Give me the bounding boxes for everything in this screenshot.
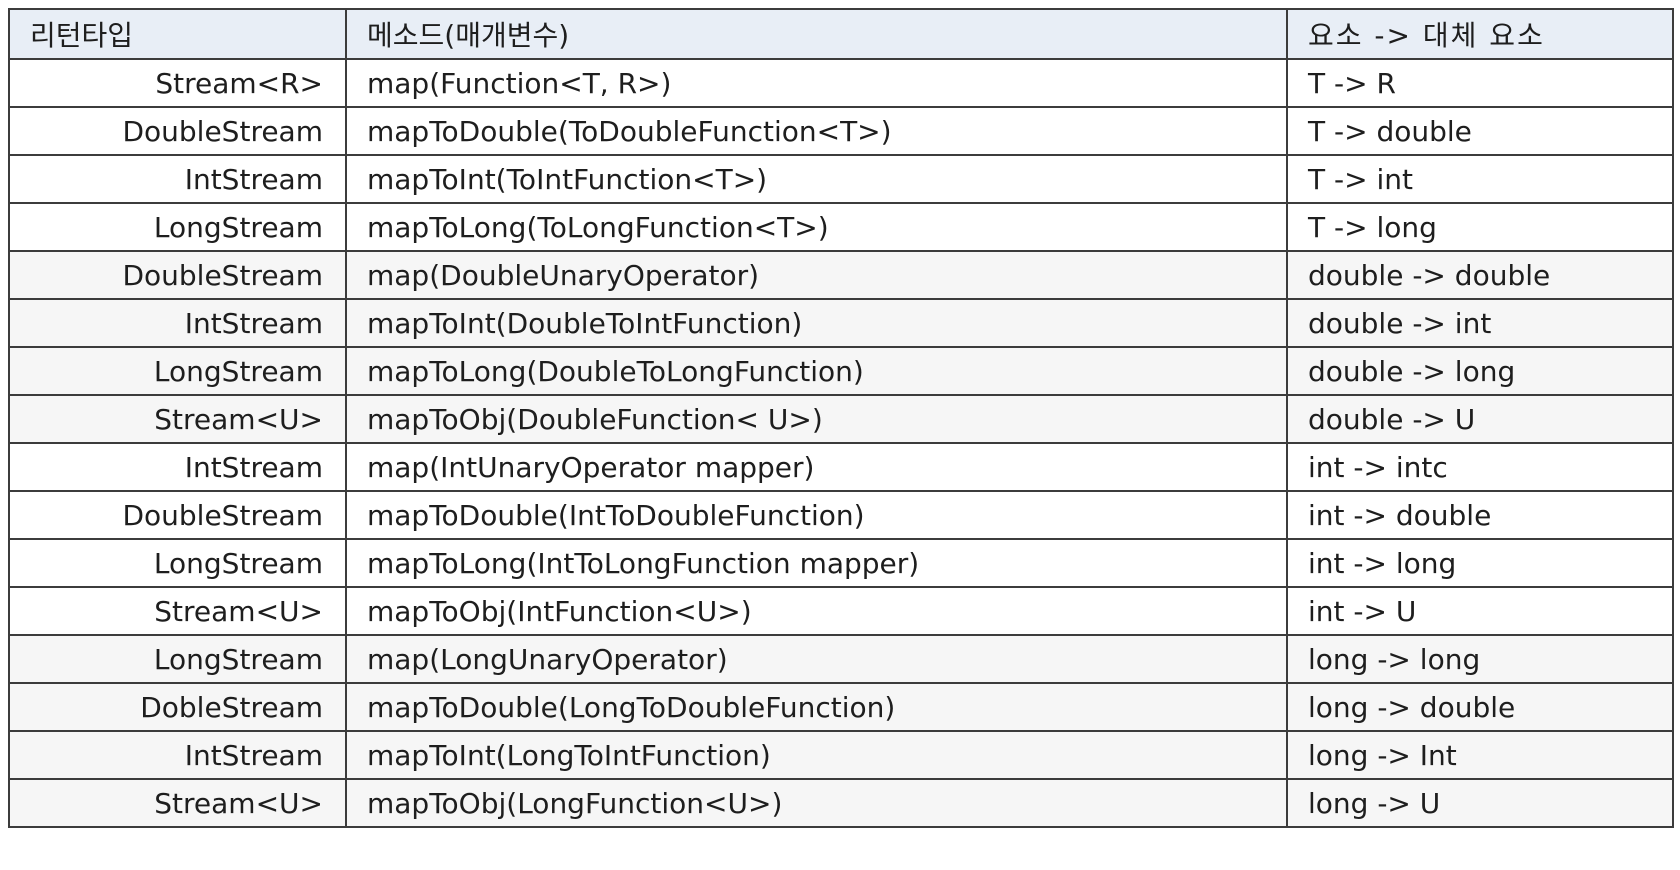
- table-row: IntStream mapToInt(ToIntFunction<T>) T -…: [8, 154, 1674, 204]
- cell-conversion: T -> long: [1286, 202, 1674, 252]
- cell-method: mapToDouble(ToDoubleFunction<T>): [345, 106, 1288, 156]
- cell-method: mapToLong(IntToLongFunction mapper): [345, 538, 1288, 588]
- cell-conversion: T -> double: [1286, 106, 1674, 156]
- cell-conversion: long -> Int: [1286, 730, 1674, 780]
- cell-return-type: IntStream: [8, 442, 347, 492]
- cell-conversion: double -> long: [1286, 346, 1674, 396]
- table-row: LongStream mapToLong(IntToLongFunction m…: [8, 538, 1674, 588]
- cell-return-type: Stream<U>: [8, 394, 347, 444]
- table-row: LongStream map(LongUnaryOperator) long -…: [8, 634, 1674, 684]
- cell-conversion: int -> long: [1286, 538, 1674, 588]
- cell-conversion: double -> U: [1286, 394, 1674, 444]
- cell-return-type: DoubleStream: [8, 250, 347, 300]
- cell-method: mapToObj(LongFunction<U>): [345, 778, 1288, 828]
- cell-method: mapToInt(DoubleToIntFunction): [345, 298, 1288, 348]
- cell-conversion: int -> intc: [1286, 442, 1674, 492]
- cell-method: mapToDouble(IntToDoubleFunction): [345, 490, 1288, 540]
- cell-return-type: IntStream: [8, 298, 347, 348]
- cell-return-type: DoubleStream: [8, 106, 347, 156]
- table-row: LongStream mapToLong(ToLongFunction<T>) …: [8, 202, 1674, 252]
- cell-method: mapToDouble(LongToDoubleFunction): [345, 682, 1288, 732]
- cell-conversion: long -> long: [1286, 634, 1674, 684]
- table-row: Stream<U> mapToObj(LongFunction<U>) long…: [8, 778, 1674, 828]
- cell-conversion: long -> double: [1286, 682, 1674, 732]
- table-row: DobleStream mapToDouble(LongToDoubleFunc…: [8, 682, 1674, 732]
- table-row: Stream<R> map(Function<T, R>) T -> R: [8, 58, 1674, 108]
- cell-method: mapToInt(LongToIntFunction): [345, 730, 1288, 780]
- header-return-type: 리턴타입: [8, 8, 347, 60]
- cell-return-type: LongStream: [8, 634, 347, 684]
- cell-return-type: Stream<U>: [8, 586, 347, 636]
- header-row: 리턴타입 메소드(매개변수) 요소 -> 대체 요소: [8, 8, 1674, 60]
- cell-conversion: double -> int: [1286, 298, 1674, 348]
- table-body: Stream<R> map(Function<T, R>) T -> R Dou…: [8, 58, 1674, 828]
- header-method: 메소드(매개변수): [345, 8, 1288, 60]
- table-row: DoubleStream map(DoubleUnaryOperator) do…: [8, 250, 1674, 300]
- cell-return-type: DoubleStream: [8, 490, 347, 540]
- cell-method: mapToObj(DoubleFunction< U>): [345, 394, 1288, 444]
- cell-conversion: T -> R: [1286, 58, 1674, 108]
- table-row: LongStream mapToLong(DoubleToLongFunctio…: [8, 346, 1674, 396]
- cell-method: mapToObj(IntFunction<U>): [345, 586, 1288, 636]
- cell-method: map(IntUnaryOperator mapper): [345, 442, 1288, 492]
- cell-conversion: int -> double: [1286, 490, 1674, 540]
- cell-method: map(LongUnaryOperator): [345, 634, 1288, 684]
- cell-return-type: IntStream: [8, 730, 347, 780]
- cell-return-type: LongStream: [8, 538, 347, 588]
- cell-method: mapToLong(DoubleToLongFunction): [345, 346, 1288, 396]
- stream-map-methods-table: 리턴타입 메소드(매개변수) 요소 -> 대체 요소 Stream<R> map…: [8, 8, 1674, 828]
- cell-method: mapToInt(ToIntFunction<T>): [345, 154, 1288, 204]
- header-conversion: 요소 -> 대체 요소: [1286, 8, 1674, 60]
- table-row: IntStream map(IntUnaryOperator mapper) i…: [8, 442, 1674, 492]
- cell-return-type: LongStream: [8, 346, 347, 396]
- cell-conversion: int -> U: [1286, 586, 1674, 636]
- cell-conversion: long -> U: [1286, 778, 1674, 828]
- cell-method: map(Function<T, R>): [345, 58, 1288, 108]
- table-header: 리턴타입 메소드(매개변수) 요소 -> 대체 요소: [8, 8, 1674, 60]
- cell-return-type: IntStream: [8, 154, 347, 204]
- table-row: DoubleStream mapToDouble(ToDoubleFunctio…: [8, 106, 1674, 156]
- cell-return-type: Stream<R>: [8, 58, 347, 108]
- cell-conversion: T -> int: [1286, 154, 1674, 204]
- table-row: Stream<U> mapToObj(IntFunction<U>) int -…: [8, 586, 1674, 636]
- cell-return-type: LongStream: [8, 202, 347, 252]
- cell-method: mapToLong(ToLongFunction<T>): [345, 202, 1288, 252]
- cell-conversion: double -> double: [1286, 250, 1674, 300]
- table-row: DoubleStream mapToDouble(IntToDoubleFunc…: [8, 490, 1674, 540]
- cell-return-type: DobleStream: [8, 682, 347, 732]
- cell-return-type: Stream<U>: [8, 778, 347, 828]
- table-row: IntStream mapToInt(LongToIntFunction) lo…: [8, 730, 1674, 780]
- table-row: Stream<U> mapToObj(DoubleFunction< U>) d…: [8, 394, 1674, 444]
- cell-method: map(DoubleUnaryOperator): [345, 250, 1288, 300]
- table-row: IntStream mapToInt(DoubleToIntFunction) …: [8, 298, 1674, 348]
